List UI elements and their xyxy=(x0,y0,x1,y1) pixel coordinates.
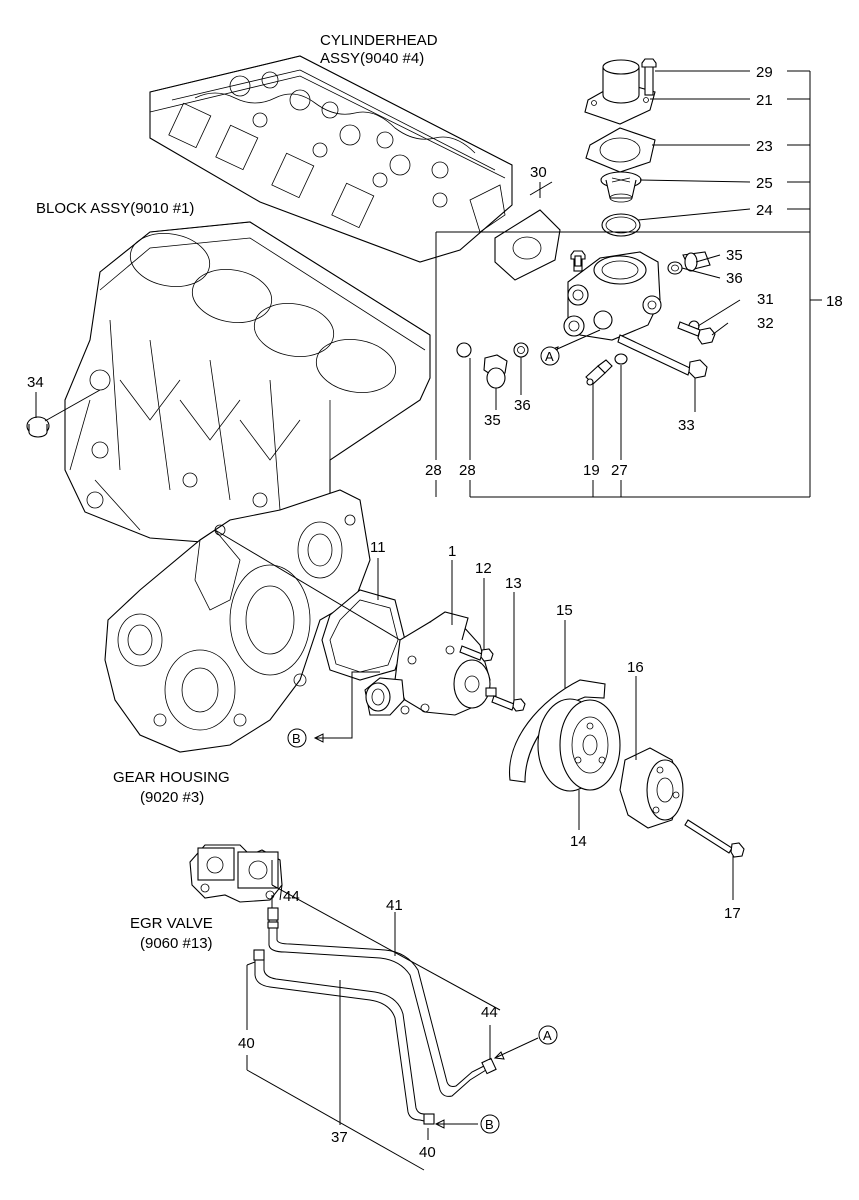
callout-19: 19 xyxy=(583,462,600,479)
callout-15: 15 xyxy=(556,602,573,619)
callout-17: 17 xyxy=(724,905,741,922)
callout-27: 27 xyxy=(611,462,628,479)
cylinder-block-drawing xyxy=(64,221,431,549)
plug-28-drawing xyxy=(456,255,582,358)
callout-29: 29 xyxy=(756,64,773,81)
block-assy-label: BLOCK ASSY(9010 #1) xyxy=(36,200,194,217)
water-pipe-41-drawing xyxy=(267,907,497,1097)
thermostat-cover-drawing xyxy=(584,59,656,125)
temperature-sender-19-drawing xyxy=(585,359,613,386)
bolt-33-drawing xyxy=(617,334,708,379)
callout-36-lower: 36 xyxy=(514,397,531,414)
thermostat-drawing xyxy=(600,171,642,203)
thermostat-housing-drawing xyxy=(563,251,662,341)
egr-valve-label-line2: (9060 #13) xyxy=(140,935,213,952)
callout-23: 23 xyxy=(756,138,773,155)
callout-44-upper: 44 xyxy=(283,888,300,905)
reference-a-lower: A xyxy=(538,1025,558,1045)
housing-gasket-30-drawing xyxy=(494,209,561,281)
callout-18: 18 xyxy=(826,293,843,310)
callout-16: 16 xyxy=(627,659,644,676)
v-belt-drawing xyxy=(509,679,606,783)
reference-b-lower-label: B xyxy=(485,1117,494,1132)
plug-35b-drawing xyxy=(483,354,508,389)
bolt-32-drawing xyxy=(677,321,716,345)
reference-b-lower: B xyxy=(480,1114,500,1134)
cylinderhead-label-line1: CYLINDERHEAD xyxy=(320,32,438,49)
callout-44-lower: 44 xyxy=(481,1004,498,1021)
washer-27-drawing xyxy=(614,353,628,365)
egr-valve-drawing xyxy=(189,844,283,903)
callout-11: 11 xyxy=(370,539,386,556)
water-pump-gasket-drawing xyxy=(321,589,406,681)
o-ring-drawing xyxy=(601,213,641,237)
callout-32: 32 xyxy=(757,315,774,332)
leader-lines xyxy=(35,70,822,1171)
callout-24: 24 xyxy=(756,202,773,219)
pump-bolt-13-drawing xyxy=(491,695,526,712)
callout-28-right: 28 xyxy=(459,462,476,479)
block-plug-34-drawing xyxy=(26,416,50,438)
reference-a-lower-label: A xyxy=(543,1028,552,1043)
reference-b-left-label: B xyxy=(292,731,301,746)
fan-spacer-drawing xyxy=(619,747,684,829)
washer-36a-drawing xyxy=(667,261,683,275)
callout-36-upper: 36 xyxy=(726,270,743,287)
cylinderhead-label-line2: ASSY(9040 #4) xyxy=(320,50,424,67)
callout-41: 41 xyxy=(386,897,403,914)
reference-a-upper: A xyxy=(540,346,560,366)
pump-bolt-12-drawing xyxy=(459,645,494,662)
callout-21: 21 xyxy=(756,92,773,109)
callout-40-bottom: 40 xyxy=(419,1144,436,1161)
callout-12: 12 xyxy=(475,560,492,577)
water-pump-drawing xyxy=(364,611,497,716)
callout-40-left: 40 xyxy=(238,1035,255,1052)
callout-30: 30 xyxy=(530,164,547,181)
fan-bolt-17-drawing xyxy=(684,819,745,858)
callout-14: 14 xyxy=(570,833,587,850)
callout-1: 1 xyxy=(448,543,456,560)
gear-housing-label-line2: (9020 #3) xyxy=(140,789,204,806)
reference-b-left: B xyxy=(287,728,307,748)
callout-13: 13 xyxy=(505,575,522,592)
pulley-drawing xyxy=(537,698,621,792)
thermostat-bolt xyxy=(641,58,657,96)
cylinder-head-drawing xyxy=(149,55,513,263)
washer-36b-drawing xyxy=(513,342,529,358)
thermostat-gasket-drawing xyxy=(585,127,656,173)
water-pipe-37-drawing xyxy=(253,949,435,1125)
gear-housing-label-line1: GEAR HOUSING xyxy=(113,769,230,786)
callout-31: 31 xyxy=(757,291,774,308)
callout-35-upper: 35 xyxy=(726,247,743,264)
callout-33: 33 xyxy=(678,417,695,434)
callout-35-lower: 35 xyxy=(484,412,501,429)
reference-a-upper-label: A xyxy=(545,349,554,364)
egr-valve-label-line1: EGR VALVE xyxy=(130,915,213,932)
callout-25: 25 xyxy=(756,175,773,192)
callout-37: 37 xyxy=(331,1129,348,1146)
callout-34: 34 xyxy=(27,374,44,391)
callout-28-left: 28 xyxy=(425,462,442,479)
